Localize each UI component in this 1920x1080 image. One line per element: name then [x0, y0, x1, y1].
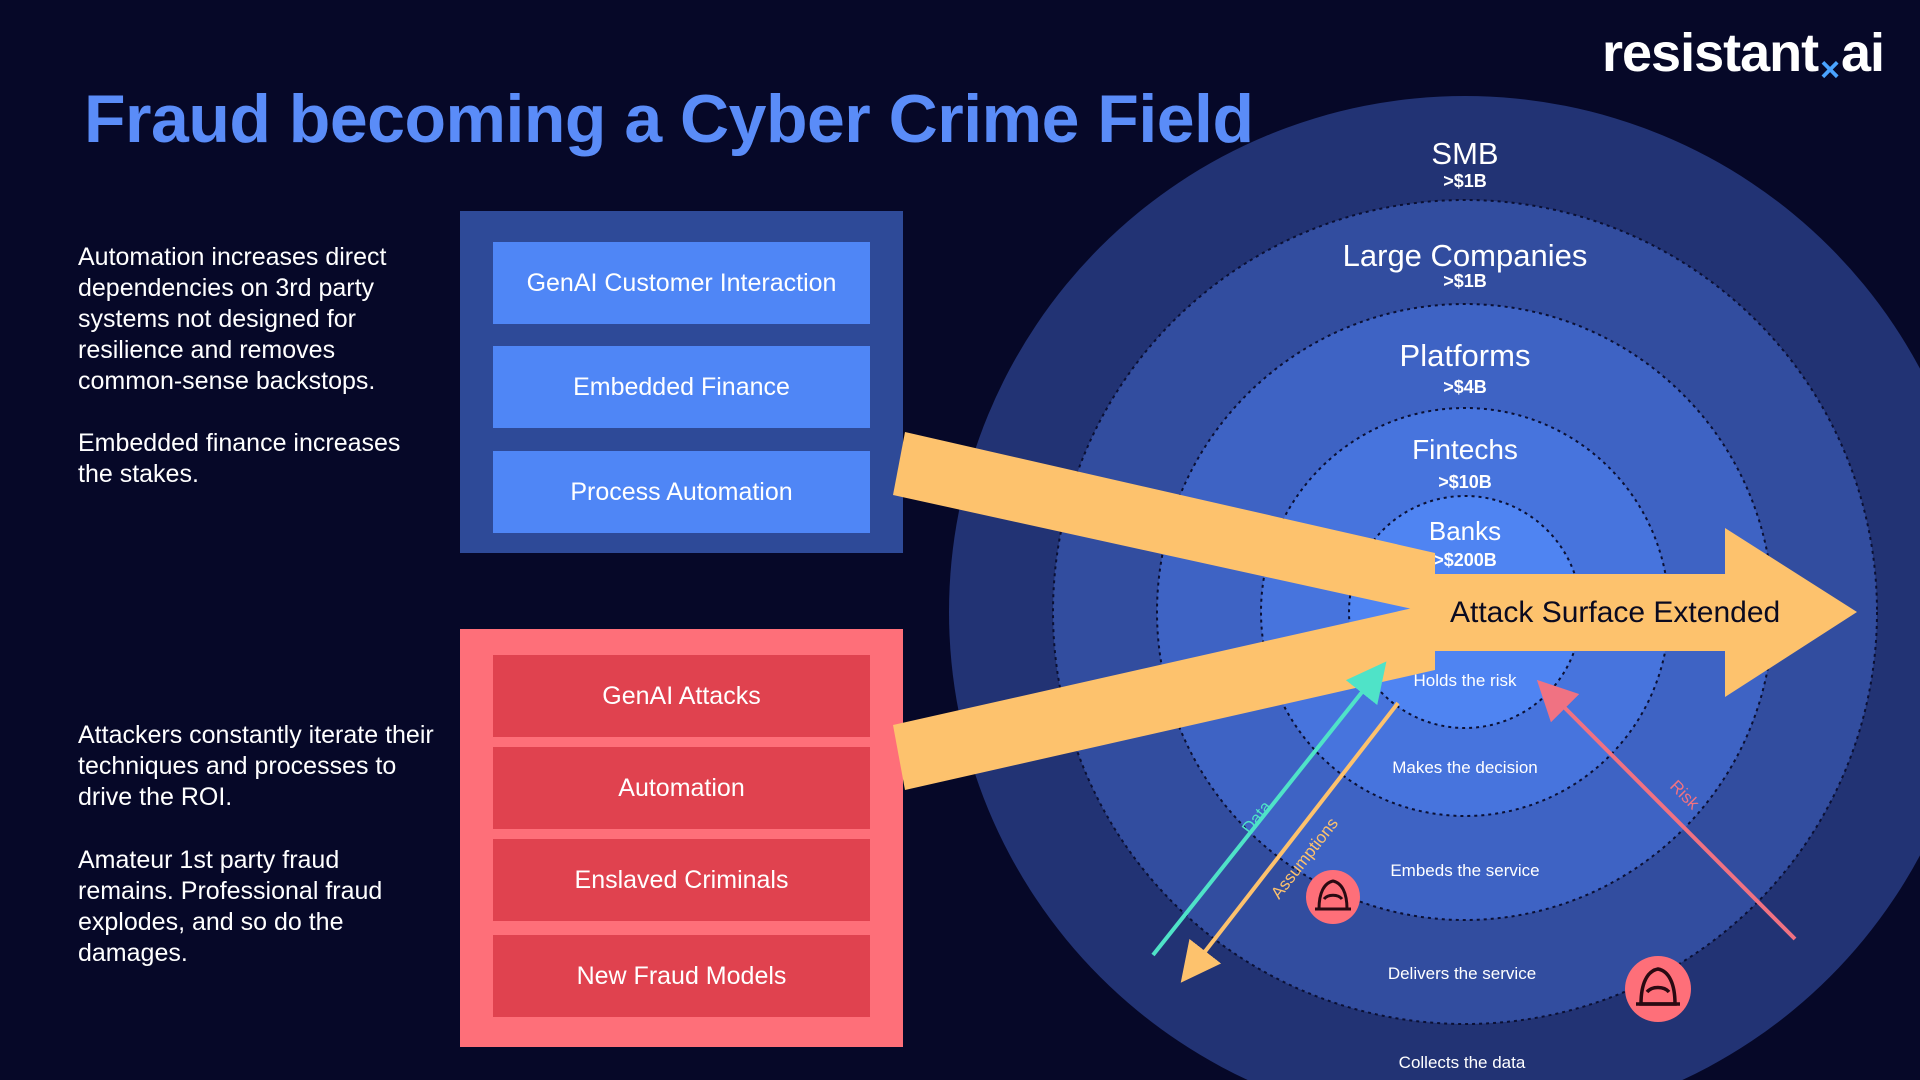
assumptions-flow-arrow: [1180, 701, 1400, 983]
threats-panel: GenAI Attacks Automation Enslaved Crimin…: [460, 629, 903, 1047]
ring-label-platforms: Platforms: [1400, 338, 1531, 373]
attack-surface-label: Attack Surface Extended: [1450, 596, 1780, 629]
tile-genai-attacks: GenAI Attacks: [493, 655, 870, 737]
company-logo: resistant×ai: [1601, 22, 1885, 90]
attack-beam-upper: [893, 432, 1435, 614]
enablers-panel: GenAI Customer Interaction Embedded Fina…: [460, 211, 903, 553]
ring-role-collects-data: Collects the data: [1399, 1053, 1526, 1072]
logo-word-right: ai: [1840, 23, 1885, 83]
hacker-icon-large: [1625, 956, 1691, 1022]
ring-value-fintechs: >$10B: [1438, 472, 1492, 492]
ring-value-banks: >$200B: [1433, 550, 1497, 570]
tile-enslaved-criminals: Enslaved Criminals: [493, 839, 870, 921]
ring-role-embeds-service: Embeds the service: [1390, 861, 1539, 880]
ring-label-smb: SMB: [1431, 136, 1498, 171]
tile-genai-customer-interaction: GenAI Customer Interaction: [493, 242, 870, 324]
data-flow-arrow: [1151, 661, 1387, 957]
logo-x-mark: ×: [1820, 51, 1840, 89]
text-attackers-iterate: Attackers constantly iterate their techn…: [78, 721, 434, 811]
attack-surface-arrow: [1430, 528, 1857, 697]
tile-automation: Automation: [493, 747, 870, 829]
ring-role-delivers-service: Delivers the service: [1388, 964, 1536, 983]
text-professional-fraud: Amateur 1st party fraud remains. Profess…: [78, 846, 383, 967]
ring-value-large-companies: >$1B: [1443, 271, 1487, 291]
ring-label-fintechs: Fintechs: [1412, 434, 1518, 465]
ring-role-makes-decision: Makes the decision: [1392, 758, 1538, 777]
text-embedded-finance-stakes: Embedded finance increases the stakes.: [78, 429, 401, 488]
hacker-icon-small: [1306, 870, 1360, 924]
risk-flow-arrow: [1536, 679, 1797, 941]
tile-new-fraud-models: New Fraud Models: [493, 935, 870, 1017]
ring-label-banks: Banks: [1429, 516, 1501, 546]
ring-value-platforms: >$4B: [1443, 377, 1487, 397]
ring-value-smb: >$1B: [1443, 171, 1487, 191]
tile-embedded-finance: Embedded Finance: [493, 346, 870, 428]
page-title: Fraud becoming a Cyber Crime Field: [84, 81, 1254, 157]
attack-beam-lower: [893, 603, 1435, 790]
logo-word-left: resistant: [1601, 23, 1819, 83]
text-automation-dependencies: Automation increases direct dependencies…: [78, 243, 387, 395]
ring-role-holds-risk: Holds the risk: [1414, 671, 1517, 690]
tile-process-automation: Process Automation: [493, 451, 870, 533]
ring-label-large-companies: Large Companies: [1343, 238, 1588, 273]
